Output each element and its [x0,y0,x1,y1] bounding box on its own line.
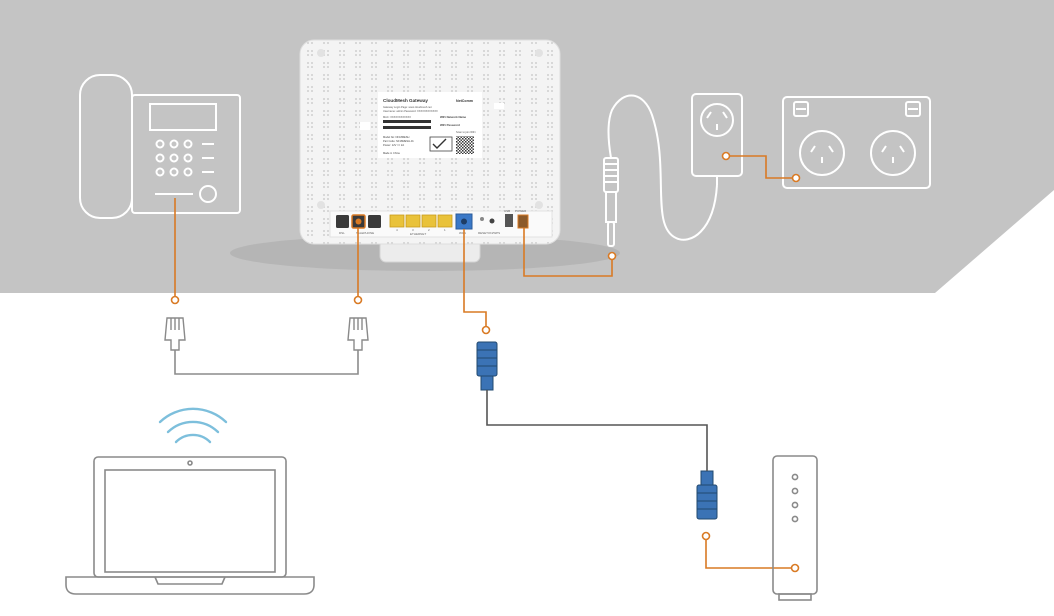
callout-lines [174,155,796,569]
wifi-signal-icon [158,407,228,444]
power-cord [607,94,718,241]
nbn-modem-icon [772,455,818,601]
qr-code [456,136,474,154]
rj11-connector-icon [164,317,186,351]
port-label-ethernet: ETHERNET [410,232,426,236]
port-label-reset: RESET [478,231,488,235]
router-label-row: Scan to join WiFi [456,130,476,134]
usb-port [505,214,513,227]
telephone-ports [336,214,381,229]
reset-button [489,218,495,224]
wall-outlet-icon [782,96,931,189]
port-label-usb: USB [504,209,510,213]
svg-text:4: 4 [396,228,398,232]
svg-text:1: 1 [444,228,446,232]
router-label-row: MAC: XXXXXXXXXXXX [383,115,411,119]
svg-text:3: 3 [412,228,414,232]
callout-dots [170,151,801,573]
rj45-connector-icon [476,341,498,391]
port-label-wps: ON/WPS [488,231,500,235]
power-adapter-icon [603,93,743,247]
wps-button [480,217,484,221]
desk-phone-icon [79,74,241,219]
port-label-dsl: DSL [339,231,345,235]
ethernet-cable [486,390,708,471]
router-label-row: Username: admin Password: XXXXXXXXXXXX [383,109,438,113]
cloudmesh-router: CloudMesh Gateway NetComm Gateway Login … [230,39,620,271]
laptop-icon [65,456,315,595]
power-port [517,214,529,229]
router-label-small [360,122,370,130]
compliance-mark [429,136,453,152]
rj45-connector-icon [696,470,718,520]
router-label-row: WiFi Network Name [440,115,467,119]
phone-cable [174,350,359,375]
router-label-row: Power: 12V == 2A [383,143,404,147]
port-label-telephone: TELEPHONE [356,231,374,235]
router-brand: CloudMesh Gateway [383,98,428,103]
ethernet-port-numbers: 4 3 2 1 [396,228,446,232]
router-label-row: Model No: NF18MESH [383,135,410,139]
port-label-power: POWER [515,209,527,213]
router-label-row: Part Code: NF18MESH-01 [383,139,414,143]
rj11-connector-icon [347,317,369,351]
router-label-row: Made in China [383,151,400,155]
port-label-wan: WAN [459,231,466,235]
router-label-small [494,103,504,109]
ethernet-ports [389,214,453,228]
svg-text:2: 2 [428,228,430,232]
router-label-row: Gateway Login Page: www.cloudmesh.net [383,105,432,109]
router-company: NetComm [456,99,473,103]
router-label-row: WiFi Password [440,123,460,127]
